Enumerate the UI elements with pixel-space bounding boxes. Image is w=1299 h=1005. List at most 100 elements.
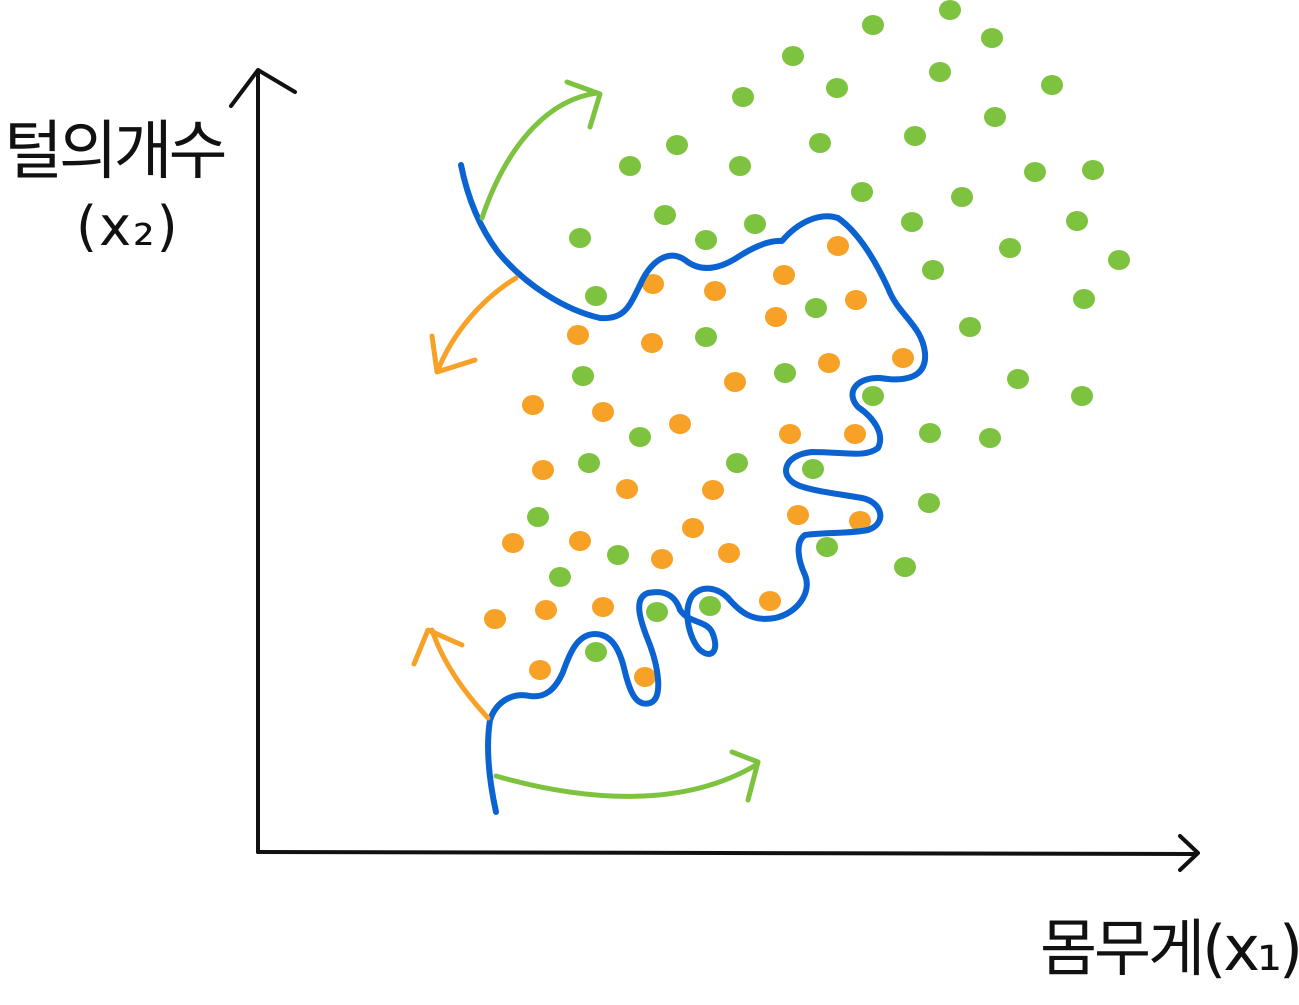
green-data-point: [1073, 289, 1095, 309]
transition-arrows: [411, 79, 761, 803]
orange-data-point: [844, 424, 866, 444]
orange-data-point: [529, 660, 551, 680]
green-data-point: [826, 78, 848, 98]
green-data-point: [666, 135, 688, 155]
green-data-point: [862, 15, 884, 35]
orange-data-point: [849, 511, 871, 531]
green-data-point: [695, 327, 717, 347]
data-points: [484, 0, 1130, 687]
green-data-point: [1071, 386, 1093, 406]
orange-data-point: [502, 533, 524, 553]
green-data-point: [782, 46, 804, 66]
green-data-point: [939, 0, 961, 20]
green-data-point: [979, 428, 1001, 448]
green-data-point: [1041, 75, 1063, 95]
green-data-point: [862, 386, 884, 406]
orange-data-point: [522, 395, 544, 415]
x-axis: [256, 850, 1198, 856]
green-data-point: [959, 317, 981, 337]
orange-data-point: [641, 333, 663, 353]
axes: [229, 68, 1200, 872]
orange-arrow-bottom: [429, 627, 491, 721]
orange-data-point: [567, 325, 589, 345]
green-data-point: [646, 602, 668, 622]
green-data-point: [904, 126, 926, 146]
green-data-point: [774, 363, 796, 383]
green-data-point: [919, 423, 941, 443]
orange-data-point: [535, 600, 557, 620]
green-data-point: [726, 453, 748, 473]
green-data-point: [695, 230, 717, 250]
orange-data-point: [892, 348, 914, 368]
green-data-point: [527, 507, 549, 527]
green-data-point: [1066, 211, 1088, 231]
green-data-point: [809, 133, 831, 153]
green-data-point: [918, 493, 940, 513]
orange-data-point: [682, 518, 704, 538]
green-arrow-bottom: [493, 762, 759, 799]
green-data-point: [629, 427, 651, 447]
green-data-point: [699, 596, 721, 616]
orange-data-point: [642, 274, 664, 294]
orange-data-point: [724, 372, 746, 392]
orange-data-point: [532, 460, 554, 480]
orange-data-point: [634, 667, 656, 687]
green-arrow-bottom-head: [729, 749, 761, 803]
orange-data-point: [616, 479, 638, 499]
orange-arrow-bottom-head: [411, 627, 465, 667]
green-data-point: [922, 260, 944, 280]
green-data-point: [805, 298, 827, 318]
green-data-point: [569, 228, 591, 248]
green-data-point: [802, 459, 824, 479]
green-data-point: [981, 28, 1003, 48]
green-data-point: [999, 238, 1021, 258]
orange-data-point: [718, 543, 740, 563]
green-arrow-top-head: [564, 79, 603, 130]
orange-data-point: [702, 480, 724, 500]
green-data-point: [984, 107, 1006, 127]
green-data-point: [1007, 369, 1029, 389]
y-axis-label: 털의개수: [4, 115, 228, 189]
orange-data-point: [592, 402, 614, 422]
orange-data-point: [827, 236, 849, 256]
orange-data-point: [669, 414, 691, 434]
green-data-point: [578, 453, 600, 473]
green-data-point: [1108, 250, 1130, 270]
x-axis-label: 몸무게(x₁): [1040, 912, 1299, 985]
green-data-point: [851, 182, 873, 202]
green-data-point: [894, 557, 916, 577]
orange-data-point: [592, 597, 614, 617]
green-data-point: [572, 366, 594, 386]
green-data-point: [549, 567, 571, 587]
orange-data-point: [818, 353, 840, 373]
orange-arrow-top: [435, 275, 519, 373]
orange-data-point: [569, 531, 591, 551]
green-data-point: [729, 156, 751, 176]
green-data-point: [732, 87, 754, 107]
orange-data-point: [765, 307, 787, 327]
green-data-point: [951, 187, 973, 207]
green-data-point: [816, 537, 838, 557]
orange-arrow-top-head: [429, 333, 478, 375]
green-data-point: [607, 545, 629, 565]
green-data-point: [585, 642, 607, 662]
green-data-point: [929, 62, 951, 82]
green-data-point: [744, 214, 766, 234]
green-data-point: [619, 156, 641, 176]
green-data-point: [1024, 162, 1046, 182]
orange-data-point: [779, 424, 801, 444]
decision-boundary: [458, 162, 929, 815]
y-axis-arrowhead: [229, 68, 297, 108]
green-arrow-top: [479, 90, 600, 221]
orange-data-point: [759, 591, 781, 611]
green-data-point: [654, 205, 676, 225]
orange-data-point: [704, 281, 726, 301]
green-data-point: [585, 286, 607, 306]
orange-data-point: [773, 265, 795, 285]
orange-data-point: [787, 505, 809, 525]
x-axis-arrowhead: [1178, 834, 1200, 872]
green-data-point: [901, 212, 923, 232]
orange-data-point: [651, 549, 673, 569]
